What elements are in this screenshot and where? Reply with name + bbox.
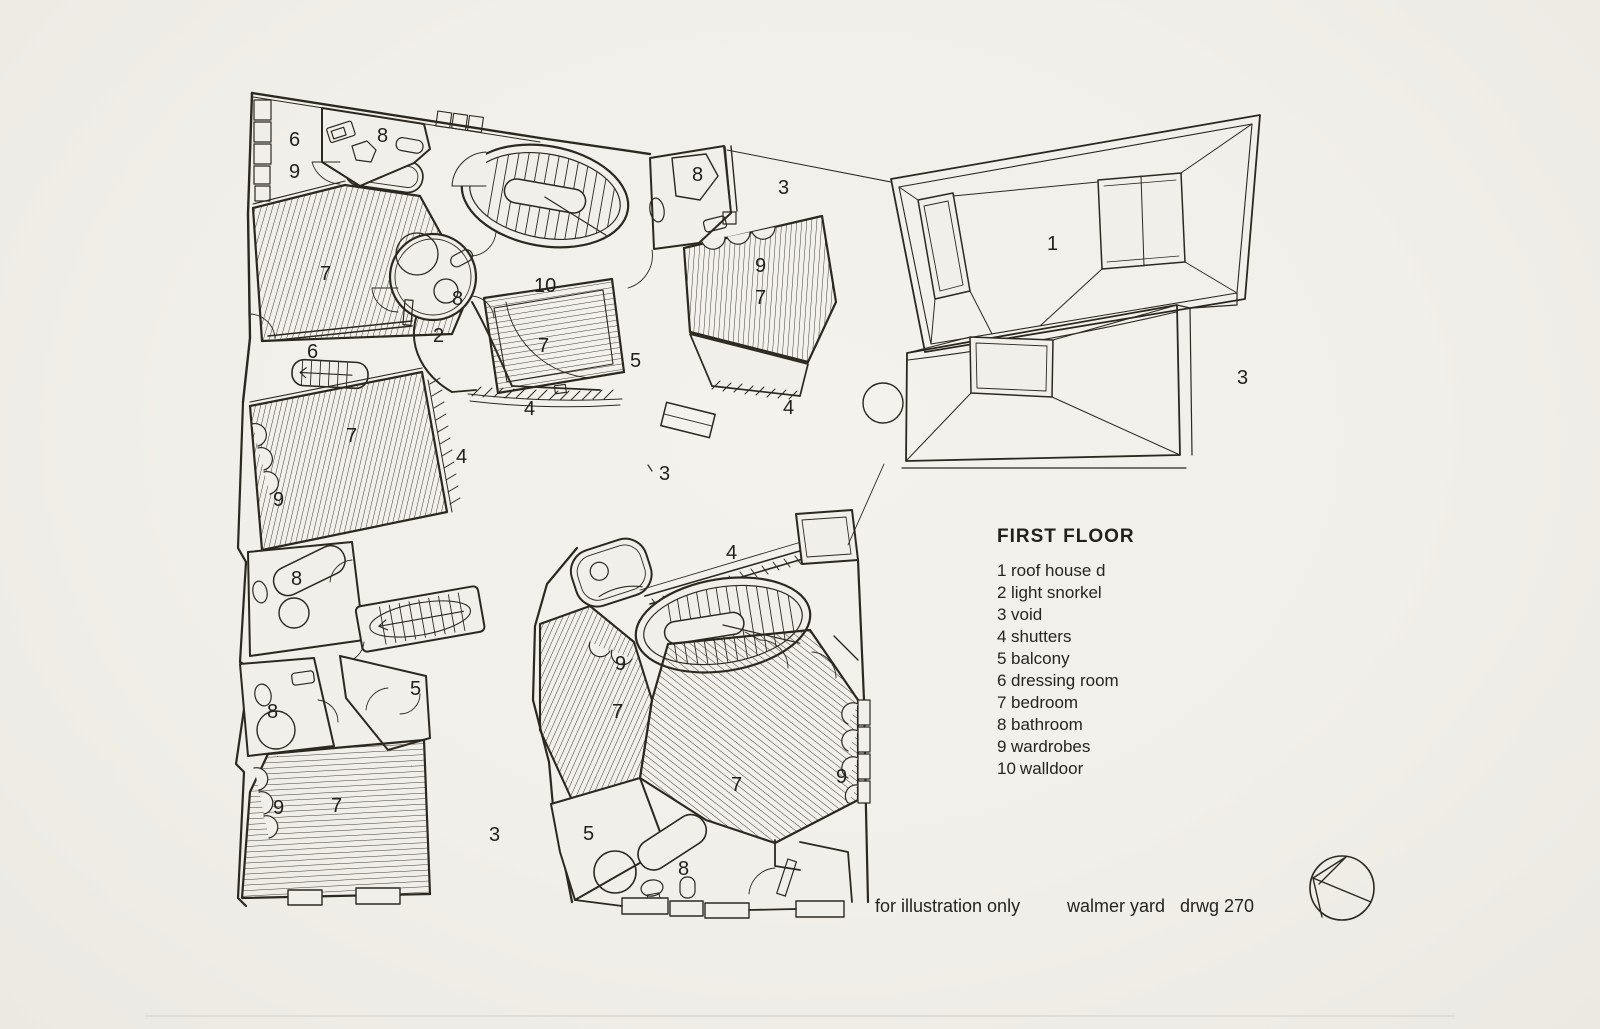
room-label: 5 xyxy=(630,350,641,372)
room-label: 4 xyxy=(783,397,794,419)
room-label: 7 xyxy=(755,287,766,309)
room-label: 8 xyxy=(291,568,302,590)
stair-run-lower xyxy=(354,585,486,653)
room-label: 7 xyxy=(320,263,331,285)
room-label: 3 xyxy=(489,824,500,846)
room-label: 1 xyxy=(1047,233,1058,255)
room-label: 8 xyxy=(267,701,278,723)
room-label: 9 xyxy=(615,653,626,675)
shutters-row xyxy=(467,386,623,408)
storage-cells xyxy=(253,99,272,202)
stair-run-dressing xyxy=(291,358,369,390)
room-label: 9 xyxy=(289,161,300,183)
room-label: 3 xyxy=(1237,367,1248,389)
caption-project-name: walmer yard xyxy=(1067,896,1166,916)
room-label: 8 xyxy=(678,858,689,880)
shutters-row xyxy=(427,377,461,513)
legend-title: FIRST FLOOR xyxy=(997,526,1135,547)
room-label: 10 xyxy=(534,275,556,297)
room-label: 4 xyxy=(726,542,737,564)
entry-pod xyxy=(569,537,653,608)
roof-house-top-right xyxy=(847,114,1261,546)
caption-drawing-number: drwg 270 xyxy=(1180,896,1255,916)
room-label: 9 xyxy=(273,489,284,511)
room-label: 7 xyxy=(538,335,549,357)
room-label: 7 xyxy=(612,701,623,723)
room-label: 6 xyxy=(289,129,300,151)
room-label: 7 xyxy=(331,795,342,817)
house-cluster-bottom-left xyxy=(234,367,486,908)
room-label: 3 xyxy=(659,463,670,485)
stair-ellipse-1 xyxy=(460,141,630,251)
room-label: 3 xyxy=(778,177,789,199)
caption-illustration-note: for illustration only xyxy=(875,896,1021,916)
room-label: 9 xyxy=(755,255,766,277)
room-label: 7 xyxy=(731,774,742,796)
room-label: 8 xyxy=(452,288,463,310)
north-indicator-compass xyxy=(1309,855,1375,921)
room-label: 5 xyxy=(410,678,421,700)
room-label: 7 xyxy=(346,425,357,447)
room-label: 4 xyxy=(456,446,467,468)
room-label: 9 xyxy=(273,797,284,819)
caption-row: for illustration only walmer yard drwg 2… xyxy=(0,896,1600,920)
room-label: 4 xyxy=(524,398,535,420)
room-label: 6 xyxy=(307,341,318,363)
house-cluster-bottom-middle xyxy=(531,509,871,919)
room-label: 9 xyxy=(836,766,847,788)
room-label: 5 xyxy=(583,823,594,845)
room-label: 8 xyxy=(377,125,388,147)
house-cluster-top-left xyxy=(241,91,892,472)
room-label: 2 xyxy=(433,325,444,347)
room-label: 8 xyxy=(692,164,703,186)
